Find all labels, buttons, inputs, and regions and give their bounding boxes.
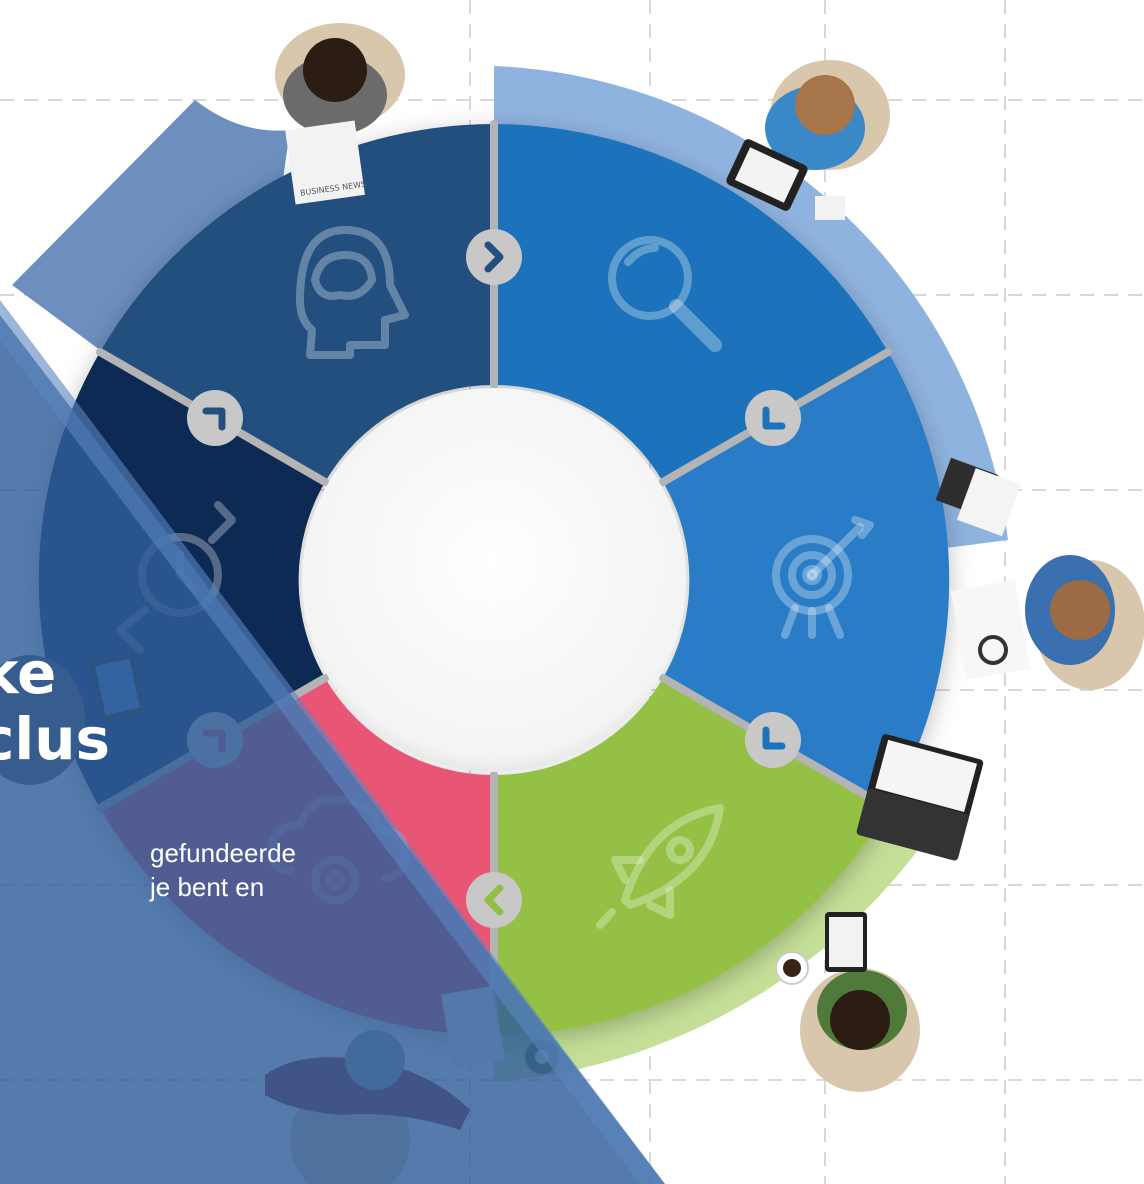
person-top-right [726, 60, 890, 211]
steel-band [12, 100, 290, 350]
person-right [950, 555, 1144, 690]
blue-overlay [0, 300, 665, 1184]
segment-brain [100, 124, 494, 482]
chevron-up-right-icon [202, 407, 226, 431]
connector-launch-cloud [466, 872, 522, 928]
intro-line-2: je bent en [150, 872, 265, 902]
chevron-left-icon [484, 884, 504, 916]
connector-time-brain [187, 390, 243, 446]
connector-research-target [745, 390, 801, 446]
brain-head-icon [296, 226, 409, 359]
magnifier-icon [608, 236, 722, 352]
laptop-icon [856, 734, 984, 861]
headline-line-2: clus [0, 705, 111, 773]
segment-launch [494, 678, 888, 1036]
person-bottom-right [775, 912, 920, 1092]
connector-brain-research [466, 229, 522, 285]
intro-line-1: gefundeerde [150, 838, 297, 868]
target-icon [772, 516, 874, 639]
segment-research [494, 124, 888, 482]
chevron-down-left-icon [762, 726, 786, 750]
connector-target-launch [745, 712, 801, 768]
notebook-icon [950, 579, 1031, 680]
chevron-right-icon [484, 241, 504, 273]
headline-line-1: ke [0, 639, 57, 707]
intro-paragraph: gefundeerde je bent en [150, 836, 296, 904]
overlay-edge [0, 300, 665, 1184]
person-top: BUSINESS NEWS [275, 23, 405, 205]
rocket-icon [596, 804, 724, 929]
page-headline: ke clus [0, 640, 110, 772]
chevron-down-left-icon [762, 406, 786, 430]
newspaper-icon [285, 120, 365, 205]
center-hole [302, 388, 686, 772]
segment-target [663, 352, 950, 808]
documents-icon [815, 196, 1021, 537]
